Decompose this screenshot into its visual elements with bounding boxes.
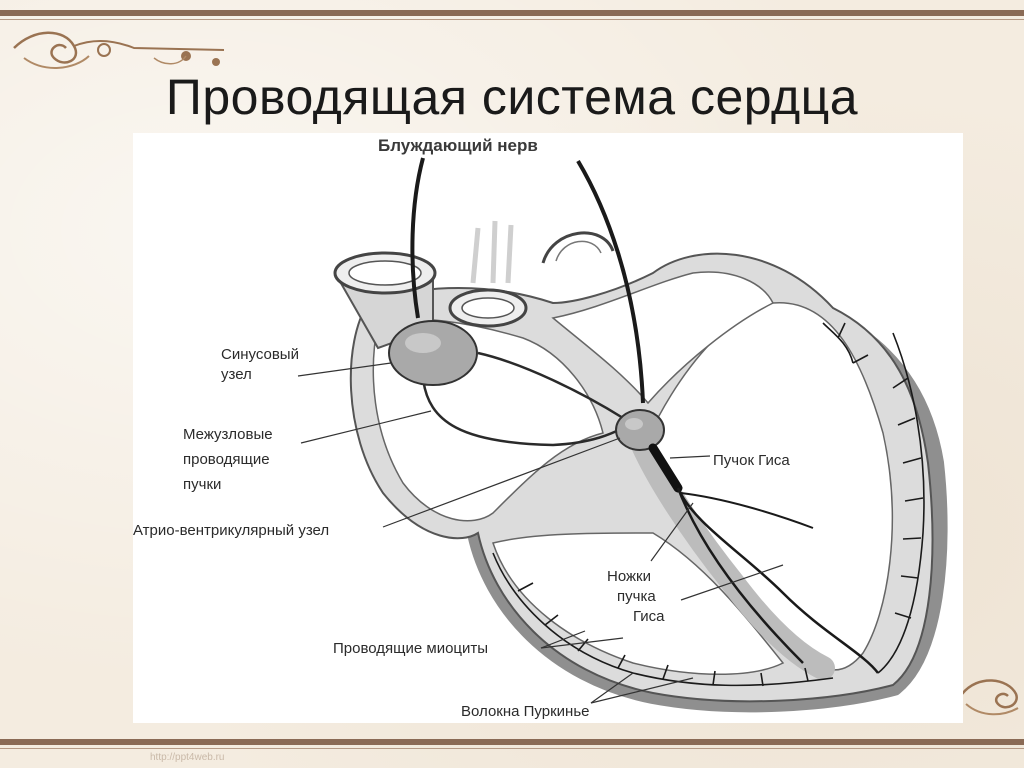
corner-ornament-bottom-right (958, 664, 1022, 724)
footer-url: http://ppt4web.ru (150, 752, 225, 763)
aortic-arch-inner (556, 241, 601, 261)
bottom-border (0, 739, 1024, 745)
label-conducting-myocytes: Проводящие миоциты (333, 640, 488, 657)
label-vagus-nerve: Блуждающий нерв (378, 136, 538, 155)
label-purkinje-fibers: Волокна Пуркинье (461, 703, 589, 720)
label-internodal-line2: проводящие (183, 451, 270, 468)
label-sinus-node-line1: Синусовый (221, 346, 299, 363)
aortic-arch (543, 233, 613, 263)
label-av-node: Атрио-вентрикулярный узел (133, 522, 329, 539)
label-internodal-line3: пучки (183, 476, 221, 493)
aortic-vessel-shading (473, 221, 511, 283)
bottom-border-line (0, 748, 1024, 749)
top-border (0, 10, 1024, 16)
label-sinus-node-line2: узел (221, 366, 252, 383)
label-bundle-branches-line2: пучка (617, 588, 656, 605)
heart-conduction-diagram: Блуждающий нерв Синусовый узел Межузловы… (133, 133, 963, 723)
slide-title: Проводящая система сердца (0, 68, 1024, 126)
label-bundle-branches-line3: Гиса (633, 608, 665, 625)
vena-cava-lumen (349, 261, 421, 285)
av-node-highlight (625, 418, 643, 430)
sinus-node (389, 321, 477, 385)
label-internodal-line1: Межузловые (183, 426, 273, 443)
heart-diagram-svg: Блуждающий нерв Синусовый узел Межузловы… (133, 133, 963, 723)
label-bundle-branches-line1: Ножки (607, 568, 651, 585)
label-his-bundle: Пучок Гиса (713, 452, 790, 469)
av-node (616, 410, 664, 450)
sinus-node-highlight (405, 333, 441, 353)
pulmonary-vessel-lumen (462, 298, 514, 318)
